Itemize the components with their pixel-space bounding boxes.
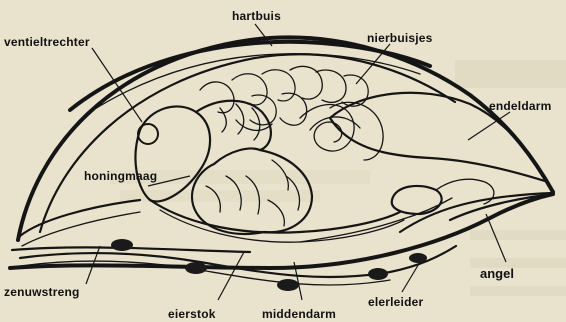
honey-stomach	[135, 106, 210, 201]
nerve-ganglion	[277, 279, 299, 291]
label-endeldarm: endeldarm	[489, 99, 552, 113]
nerve-ganglion	[185, 262, 207, 274]
esophagus	[20, 200, 140, 236]
malpighian-tubules	[200, 66, 383, 160]
label-angel: angel	[480, 266, 514, 281]
nerve-ganglion	[111, 239, 133, 251]
nerve-ganglion	[409, 253, 427, 263]
label-middendarm: middendarm	[262, 307, 336, 321]
label-hartbuis: hartbuis	[232, 9, 281, 23]
proventriculus-valve	[138, 124, 158, 144]
nerve-ganglion	[368, 268, 388, 280]
label-eierstok: eierstok	[168, 307, 216, 321]
label-zenuwstreng: zenuwstreng	[4, 285, 80, 299]
label-ventieltrechter: ventieltrechter	[4, 35, 90, 49]
label-elerleider: elerleider	[368, 295, 423, 309]
bleed-through-texture	[110, 60, 566, 296]
label-nierbuisjes: nierbuisjes	[367, 31, 433, 45]
heart-tube	[70, 42, 430, 110]
venom-sac	[392, 186, 442, 214]
label-honingmaag: honingmaag	[84, 169, 157, 183]
